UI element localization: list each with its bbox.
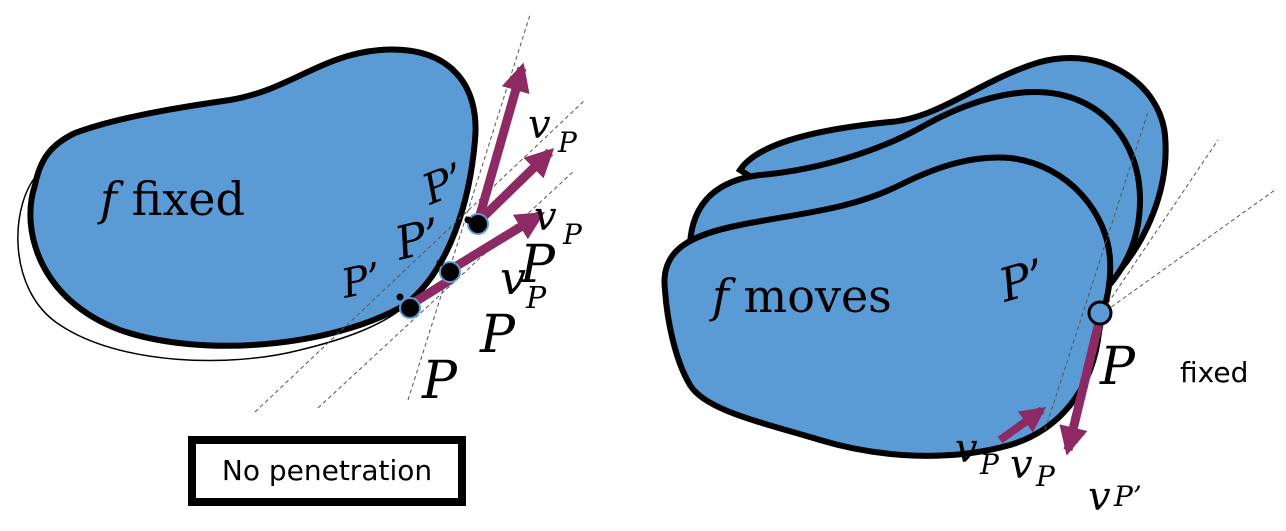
tangent-line	[317, 169, 576, 409]
velocity-arrow	[473, 62, 530, 224]
ghost-outline	[17, 171, 401, 362]
contact-point	[1087, 300, 1113, 326]
velocity-label: v P	[528, 102, 578, 159]
velocity-arrow	[1059, 316, 1105, 456]
prime-label: P’	[337, 255, 386, 308]
point-label: P	[1099, 337, 1136, 397]
blob-label: f moves	[709, 269, 892, 323]
svg-text:P: P	[525, 281, 547, 316]
point-label: P	[421, 351, 458, 411]
svg-text:P: P	[979, 448, 1000, 481]
velocity-label: v P	[955, 426, 1000, 481]
velocity-label: v P	[534, 194, 583, 251]
caption-text: No penetration	[222, 454, 432, 487]
small-dot	[396, 293, 404, 301]
tangent-line	[1099, 189, 1276, 316]
contact-point	[439, 261, 461, 283]
right-panel: f moves P’ P fixed v P v P v P’	[661, 55, 1276, 520]
fixed-note: fixed	[1180, 356, 1248, 389]
svg-text:v: v	[534, 194, 557, 240]
left-panel: f fixed P P P P’ P’ P’ v P v P	[17, 14, 586, 506]
velocity-label: v P	[500, 251, 547, 316]
svg-text:v: v	[955, 426, 978, 472]
svg-text:v: v	[1010, 442, 1033, 488]
velocity-arrow	[474, 147, 555, 226]
point-label: P	[479, 305, 516, 365]
svg-text:v: v	[1088, 474, 1111, 520]
velocity-label: v P’	[1088, 474, 1142, 520]
point-label: P	[519, 235, 556, 295]
svg-text:P: P	[1035, 460, 1056, 493]
svg-text:P: P	[562, 218, 583, 251]
small-dot	[436, 259, 444, 267]
svg-text:v: v	[528, 102, 551, 148]
tangent-line	[1099, 139, 1219, 316]
contact-point	[399, 297, 421, 319]
contact-point	[467, 213, 489, 235]
svg-text:v: v	[500, 251, 526, 305]
blob-label: f fixed	[97, 172, 245, 226]
small-dot	[464, 216, 472, 224]
fixed-blob	[27, 46, 479, 349]
svg-text:P: P	[557, 126, 578, 159]
caption-box	[188, 436, 466, 506]
velocity-arrow	[997, 406, 1047, 444]
svg-text:P’: P’	[1113, 480, 1142, 513]
velocity-label: v P	[1010, 442, 1056, 493]
velocity-arrow	[447, 211, 545, 274]
